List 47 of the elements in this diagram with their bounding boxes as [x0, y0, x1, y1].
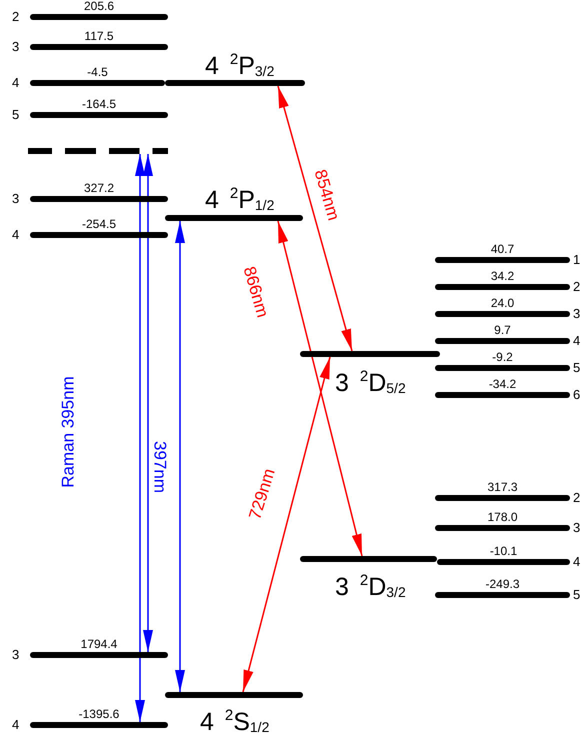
energy-value: -9.2	[491, 351, 514, 364]
quantum-number: 4	[12, 718, 20, 732]
energy-value: -10.1	[488, 545, 518, 558]
quantum-number: 2	[573, 491, 580, 505]
energy-value: 1794.4	[80, 638, 118, 651]
quantum-number: 4	[12, 76, 20, 90]
energy-value: -34.2	[488, 378, 518, 391]
quantum-number: 3	[573, 307, 580, 321]
double-arrow	[143, 154, 153, 652]
energy-value: -249.3	[484, 578, 521, 591]
quantum-number: 5	[573, 361, 580, 375]
quantum-number: 3	[12, 40, 20, 54]
double-arrow	[175, 221, 185, 692]
quantum-number: 3	[12, 648, 20, 662]
quantum-number: 2	[573, 280, 580, 294]
quantum-number: 6	[573, 388, 580, 402]
double-arrow	[135, 154, 145, 722]
energy-value: 40.7	[490, 243, 516, 256]
energy-value: 9.7	[493, 324, 512, 337]
double-arrow	[242, 356, 331, 692]
quantum-number: 4	[573, 555, 580, 569]
level-label: 3 $^{2}$D$_{3/2}$	[335, 571, 406, 603]
quantum-number: 3	[573, 521, 580, 535]
double-arrow	[277, 220, 363, 556]
energy-value: -254.5	[80, 218, 118, 231]
energy-value: -1395.6	[78, 708, 120, 721]
energy-value: 317.3	[486, 481, 519, 494]
level-label: 4 $^{2}$S$_{1/2}$	[200, 706, 270, 738]
energy-value: 327.2	[82, 182, 116, 195]
quantum-number: 3	[12, 192, 20, 206]
energy-value: 24.0	[490, 297, 516, 310]
double-arrow	[277, 86, 353, 352]
energy-value: 117.5	[83, 30, 115, 43]
energy-value: 205.6	[82, 0, 116, 13]
energy-value: 178.0	[486, 511, 519, 524]
quantum-number: 5	[573, 588, 580, 602]
level-label: 4 $^{2}$P$_{3/2}$	[205, 50, 274, 82]
energy-value: -164.5	[80, 98, 118, 111]
level-label: 4 $^{2}$P$_{1/2}$	[205, 184, 274, 216]
level-label: 3 $^{2}$D$_{5/2}$	[335, 367, 406, 399]
quantum-number: 2	[12, 10, 20, 24]
energy-value: -4.5	[86, 66, 109, 79]
quantum-number: 1	[573, 253, 580, 267]
quantum-number: 5	[12, 108, 20, 122]
energy-value: 34.2	[490, 270, 516, 283]
quantum-number: 4	[573, 334, 580, 348]
quantum-number: 4	[12, 228, 20, 242]
